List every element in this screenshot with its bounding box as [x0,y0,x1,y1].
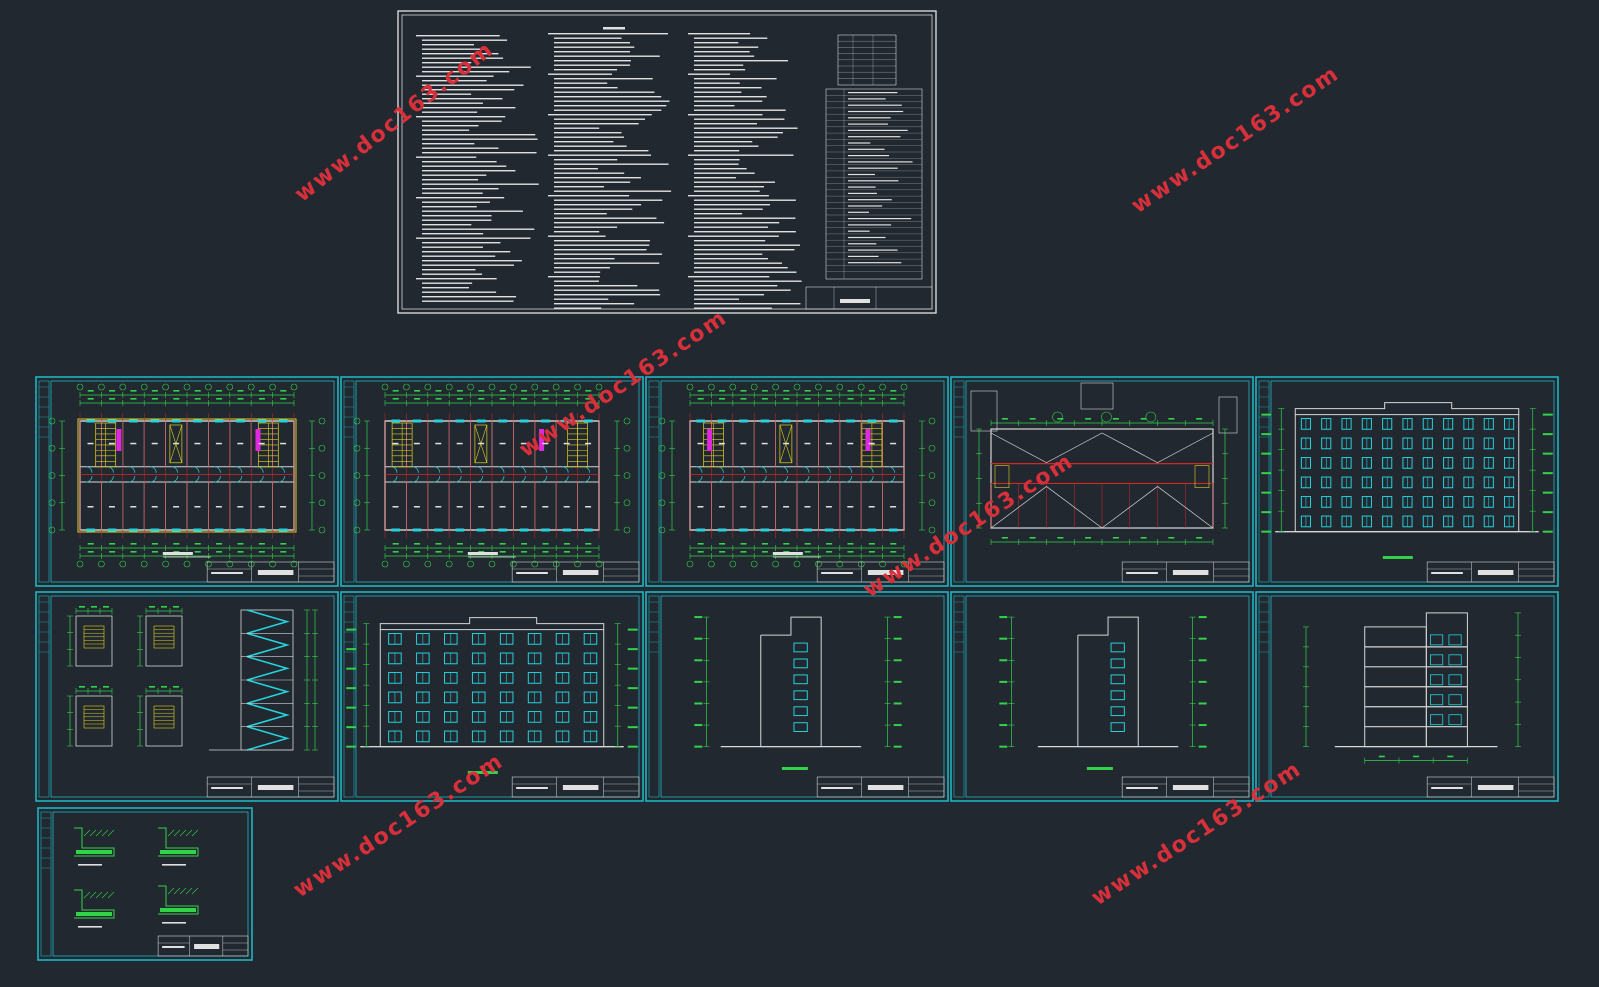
sheet-plan_c[interactable] [645,376,949,587]
sheet-side_elevation_left[interactable] [645,591,949,802]
sheet-front_elevation[interactable] [1255,376,1559,587]
sheet-section[interactable] [1255,591,1559,802]
sheet-stair_details[interactable] [35,591,339,802]
sheet-roof_plan[interactable] [950,376,1254,587]
sheet-plan_a[interactable] [35,376,339,587]
drawing-sheets [35,10,1559,961]
sheet-side_elevation_right[interactable] [950,591,1254,802]
sheet-plan_b[interactable] [340,376,644,587]
sheet-rear_elevation[interactable] [340,591,644,802]
sheet-notes[interactable] [397,10,937,314]
sheet-wall_details[interactable] [37,807,253,961]
